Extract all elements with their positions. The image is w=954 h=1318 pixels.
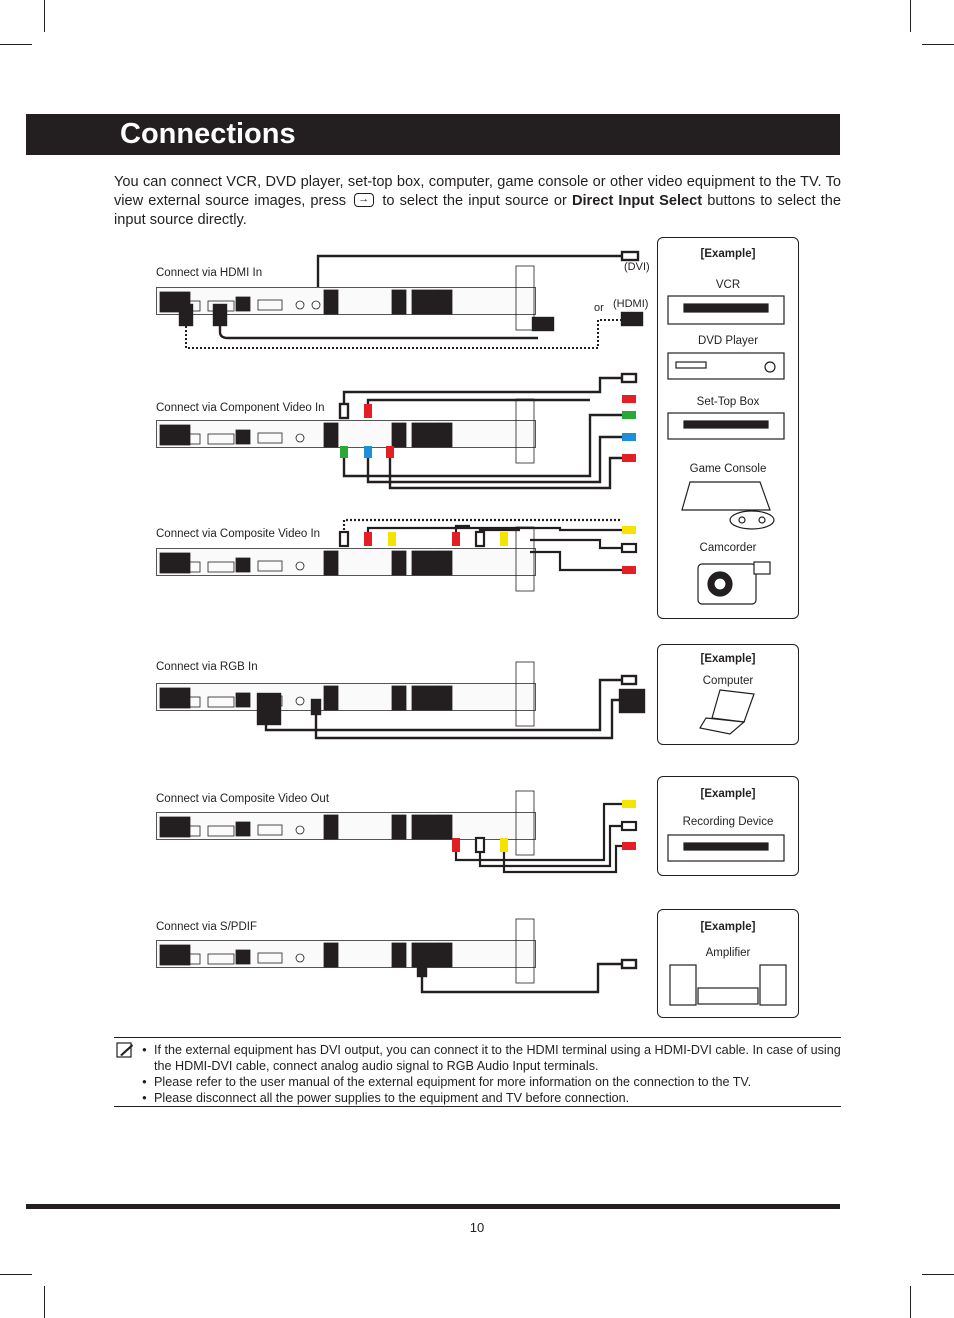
device-label-amplifier: Amplifier xyxy=(705,947,751,959)
intro-bold: Direct Input Select xyxy=(571,193,703,209)
section-label-composite-in: Connect via Composite Video In xyxy=(156,528,321,540)
tv-panel-component xyxy=(156,420,536,448)
crop-mark xyxy=(910,1286,911,1318)
settop-box-icon xyxy=(667,412,785,440)
recording-device-icon xyxy=(667,834,785,862)
laptop-icon xyxy=(699,689,755,735)
dvi-label: (DVI) xyxy=(624,261,650,273)
crop-mark xyxy=(922,44,954,45)
intro-text: buttons to select the input source direc… xyxy=(114,193,842,228)
dvd-player-icon xyxy=(667,352,785,380)
section-label-hdmi: Connect via HDMI In xyxy=(156,267,263,279)
note-list: If the external equipment has DVI output… xyxy=(142,1042,842,1106)
vcr-icon xyxy=(667,295,785,325)
hdmi-cables xyxy=(178,250,644,349)
section-label-spdif: Connect via S/PDIF xyxy=(156,921,257,933)
example-title: [Example] xyxy=(700,248,756,260)
input-source-icon xyxy=(354,190,375,209)
composite-out-cables xyxy=(452,800,638,874)
example-title: [Example] xyxy=(700,653,756,665)
intro-text: to select the input source or xyxy=(382,193,567,209)
amplifier-icon xyxy=(669,964,787,1006)
intro-text: You can connect VCR, DVD player, set-top… xyxy=(114,174,841,209)
section-label-rgb: Connect via RGB In xyxy=(156,661,258,673)
panel-ports xyxy=(159,265,535,331)
crop-mark xyxy=(910,0,911,32)
note-item: Please refer to the user manual of the e… xyxy=(142,1074,842,1090)
crop-mark xyxy=(44,0,45,32)
section-label-component: Connect via Component Video In xyxy=(156,402,325,414)
intro-paragraph: You can connect VCR, DVD player, set-top… xyxy=(114,173,841,230)
section-label-composite-out: Connect via Composite Video Out xyxy=(156,793,330,805)
crop-mark xyxy=(0,1274,32,1275)
or-label: or xyxy=(594,302,604,314)
device-label-settop: Set-Top Box xyxy=(696,396,760,408)
note-item: Please disconnect all the power supplies… xyxy=(142,1090,842,1106)
composite-in-cables xyxy=(338,518,638,574)
rgb-cables xyxy=(256,674,646,740)
page-title: Connections xyxy=(120,118,296,150)
device-label-dvd: DVD Player xyxy=(697,335,759,347)
example-title: [Example] xyxy=(700,921,756,933)
notes-box: If the external equipment has DVI output… xyxy=(114,1037,841,1107)
device-label-computer: Computer xyxy=(702,675,754,687)
crop-mark xyxy=(922,1274,954,1275)
device-label-camcorder: Camcorder xyxy=(699,542,757,554)
note-pencil-icon xyxy=(116,1042,133,1058)
footer-bar xyxy=(26,1204,840,1209)
example-title: [Example] xyxy=(700,788,756,800)
hdmi-label: (HDMI) xyxy=(613,298,649,310)
camcorder-icon xyxy=(697,561,771,605)
spdif-cable xyxy=(416,958,638,994)
device-label-recording: Recording Device xyxy=(682,816,774,828)
page-number: 10 xyxy=(469,1220,485,1235)
component-cables xyxy=(338,372,638,490)
crop-mark xyxy=(44,1286,45,1318)
device-label-console: Game Console xyxy=(689,463,767,475)
device-label-vcr: VCR xyxy=(715,279,741,291)
game-console-icon xyxy=(681,481,775,530)
note-item: If the external equipment has DVI output… xyxy=(142,1042,842,1074)
header-bar: Connections xyxy=(26,114,840,155)
crop-mark xyxy=(0,44,32,45)
